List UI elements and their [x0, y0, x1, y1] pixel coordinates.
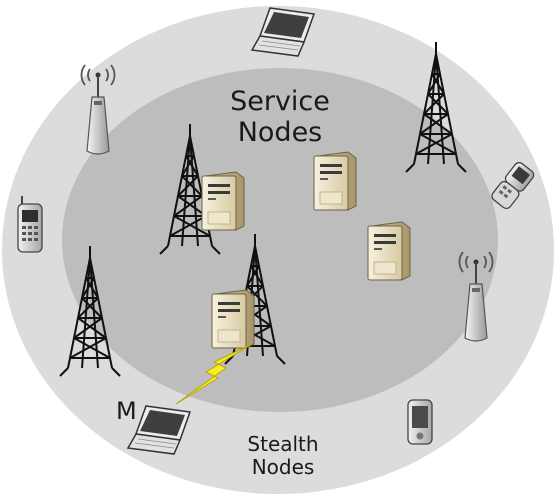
server-icon — [367, 221, 411, 281]
lightning-link-icon — [175, 343, 253, 405]
server-icon — [201, 171, 245, 231]
service-nodes-zone — [62, 68, 498, 412]
stealth-nodes-label: Stealth Nodes — [247, 432, 319, 479]
pda-icon — [407, 399, 433, 445]
server-icon — [211, 289, 255, 349]
flip-phone-icon — [491, 161, 535, 210]
mobile-phone-icon — [17, 196, 43, 253]
server-icon — [313, 151, 357, 211]
service-nodes-label: Service Nodes — [230, 86, 330, 149]
mobile-node-label: M — [116, 397, 137, 425]
